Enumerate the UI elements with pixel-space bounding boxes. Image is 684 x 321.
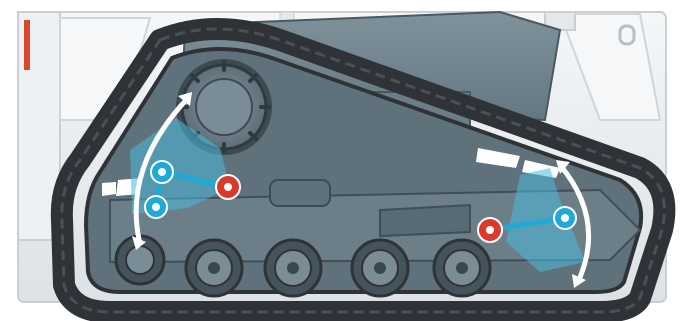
track-frame-plate — [380, 205, 470, 236]
pivot-joint-icon — [478, 218, 502, 242]
pivot-joint-icon — [216, 175, 240, 199]
roller-wheel-icon — [186, 240, 242, 296]
body-red-stripe — [24, 20, 30, 70]
roller-wheel-icon — [352, 240, 408, 296]
pivot-joint-icon — [151, 161, 173, 183]
tooth — [102, 182, 116, 196]
chassis-access-plate — [270, 180, 330, 206]
pivot-joint-icon — [554, 207, 576, 229]
roller-wheel-icon — [265, 240, 321, 296]
sprocket-hub — [196, 79, 252, 135]
roller-wheel-icon — [434, 240, 490, 296]
pivot-joint-icon — [145, 196, 167, 218]
